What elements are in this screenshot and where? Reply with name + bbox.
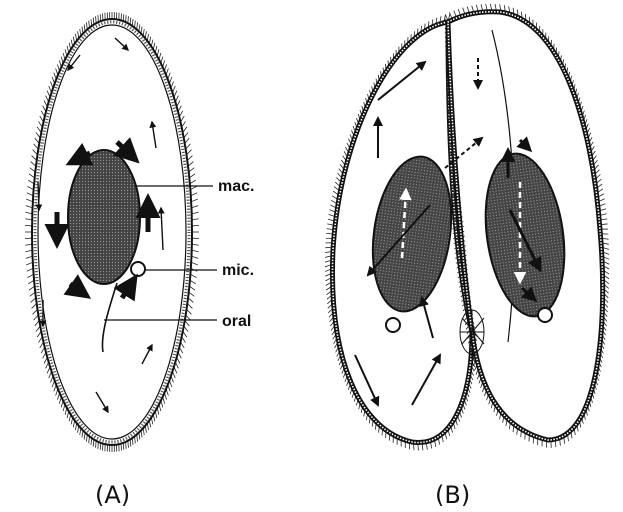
label-oral: oral [222, 313, 251, 330]
panel-b-left-macronucleus [364, 151, 461, 316]
panel-a-micronucleus [131, 262, 145, 276]
panel-caption-a: (A) [95, 481, 130, 509]
panel-a-macronucleus [68, 150, 140, 284]
panel-b-left-micronucleus [386, 318, 400, 332]
panel-a-cell [25, 12, 199, 452]
panel-b-right-micronucleus [538, 308, 552, 322]
panel-a-oral-groove [102, 283, 117, 352]
label-mac: mac. [218, 178, 254, 195]
panel-b-conjugation-junction [460, 310, 484, 354]
panel-b-right-macronucleus [476, 149, 574, 322]
panel-caption-b: (B) [435, 481, 470, 509]
label-mic: mic. [222, 262, 254, 279]
